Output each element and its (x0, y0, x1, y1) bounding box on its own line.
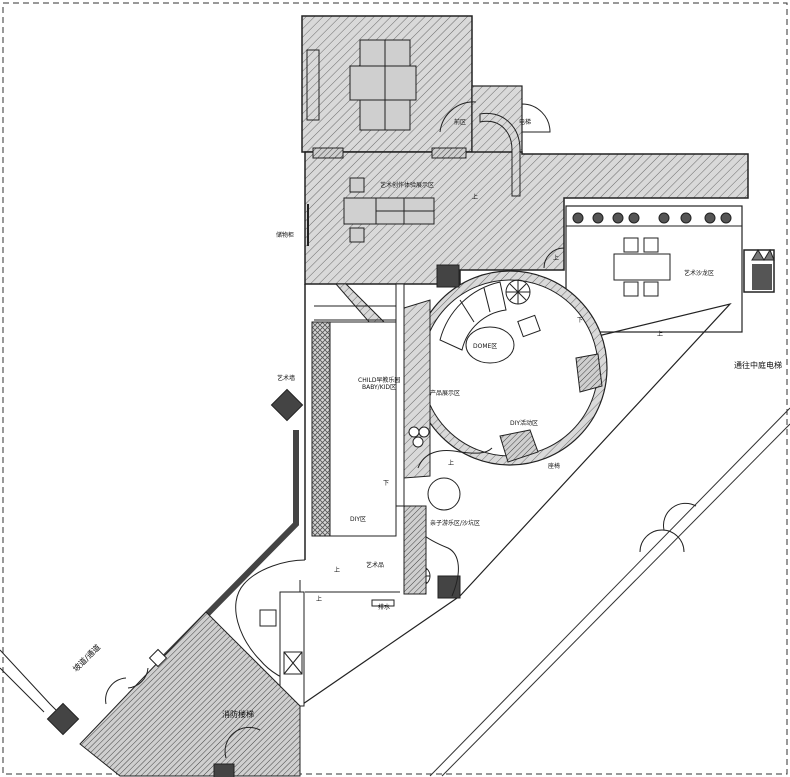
label-drain: 排水 (378, 604, 391, 611)
label-bench: 座椅 (548, 463, 561, 470)
north-room-cabinet (306, 49, 320, 121)
label-art-workshop: 艺术创作体验展示区 (380, 182, 435, 189)
label-resident-elevator: 通往中庭电梯 (734, 361, 782, 370)
label-dome: DOME区 (473, 343, 498, 350)
stepped-seats-right (575, 353, 603, 393)
label-art-wall: 艺术墙 (277, 375, 296, 382)
north-room-tables (349, 39, 417, 131)
stepped-seats-bottom (499, 429, 539, 463)
label-fire-stairs: 消防楼梯 (222, 710, 254, 719)
entry-curve (235, 559, 306, 685)
label-outdoor-play: 亲子游乐区/沙坑区 (430, 520, 481, 527)
art-workshop-room (304, 151, 749, 285)
label-up-2: 上 (657, 331, 664, 338)
label-elevator-hall: 电梯 (519, 119, 532, 126)
label-child-area-sub: BABY/KID区 (362, 384, 397, 391)
salon-table (613, 237, 671, 297)
dome-core (465, 326, 515, 364)
label-art-salon: 艺术沙龙区 (684, 270, 715, 277)
label-up-1: 上 (553, 255, 560, 262)
workshop-tables (343, 177, 435, 243)
label-up-6: 上 (472, 194, 479, 201)
label-storage: 储物柜 (276, 232, 295, 239)
label-reception: 前区 (454, 119, 467, 126)
child-strip (311, 321, 331, 537)
plant-row (572, 212, 732, 224)
label-sculpture: 艺术品 (366, 562, 385, 569)
label-down-1: 下 (577, 317, 584, 324)
label-up-3: 上 (448, 460, 455, 467)
label-product-display: 产品展示区 (430, 390, 461, 397)
label-diy-area: DIY活动区 (510, 420, 539, 427)
label-up-4: 上 (334, 567, 341, 574)
label-up-5: 上 (316, 596, 323, 603)
label-child-area: CHILD早教乐园 (358, 377, 401, 384)
label-diy-zone: DIY区 (350, 516, 367, 523)
site-edge (459, 302, 732, 597)
tree (505, 279, 531, 305)
dome-inner (421, 279, 599, 457)
reception-arc (439, 101, 477, 133)
fire-stairs-area (79, 611, 301, 777)
label-down-2: 下 (383, 480, 390, 487)
